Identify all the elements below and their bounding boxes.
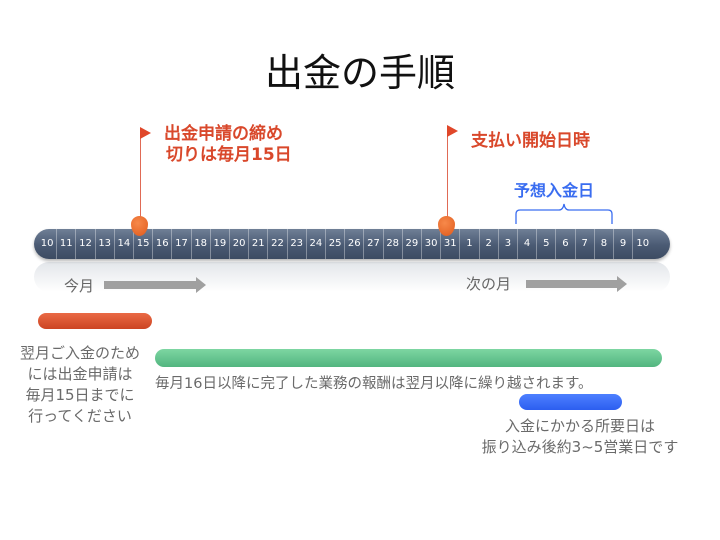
timeline-day: 9: [614, 229, 634, 259]
deadline-label-line: 出金申請の締め: [164, 124, 283, 144]
timeline-day: 19: [211, 229, 230, 259]
deadline-note-line: 毎月15日までに: [25, 386, 135, 404]
next-month-arrow-icon: [526, 280, 618, 288]
deadline-note: 翌月ご入金のため には出金申請は 毎月15日までに 行ってください: [6, 343, 154, 427]
timeline-day: 8: [595, 229, 614, 259]
timeline-day: 28: [384, 229, 403, 259]
payment-start-marker-icon: [438, 216, 455, 236]
deadline-note-line: 行ってください: [28, 407, 132, 425]
timeline-day: 31: [441, 229, 461, 259]
deadline-flag-icon: [140, 127, 151, 139]
carryover-period-bar: [155, 349, 662, 367]
payment-start-flag-icon: [447, 125, 458, 137]
this-month-arrow-icon: [104, 281, 197, 289]
timeline-day: 7: [576, 229, 595, 259]
payment-start-label: 支払い開始日時: [471, 131, 590, 151]
timeline-day: 2: [480, 229, 499, 259]
timeline-day: 6: [556, 229, 576, 259]
timeline-day: 22: [268, 229, 288, 259]
timeline-day: 4: [518, 229, 538, 259]
deadline-marker-icon: [131, 216, 148, 236]
expected-deposit-bracket-icon: [515, 203, 613, 224]
timeline-day: 11: [57, 229, 77, 259]
timeline-day: 29: [403, 229, 422, 259]
deposit-note-line: 振り込み後約3~5営業日です: [481, 438, 679, 456]
expected-deposit-label: 予想入金日: [514, 181, 595, 200]
timeline-day: 10: [38, 229, 58, 259]
timeline-day: 10: [636, 238, 650, 249]
deposit-period-bar: [519, 394, 622, 410]
deposit-note: 入金にかかる所要日は 振り込み後約3~5営業日です: [460, 416, 700, 458]
this-month-arrowhead-icon: [196, 277, 206, 293]
deadline-flagpole: [140, 128, 141, 226]
next-month-arrowhead-icon: [617, 276, 627, 292]
timeline-day: 12: [76, 229, 96, 259]
timeline-day: 27: [364, 229, 384, 259]
timeline-day: 21: [249, 229, 269, 259]
timeline-day: 26: [345, 229, 365, 259]
deadline-note-line: 翌月ご入金のため: [19, 344, 140, 362]
deadline-label-line: 切りは毎月15日: [166, 145, 292, 165]
deadline-label: 出金申請の締め 切りは毎月15日: [164, 124, 292, 166]
deposit-note-line: 入金にかかる所要日は: [504, 417, 655, 435]
timeline-day: 13: [96, 229, 115, 259]
timeline-day: 16: [153, 229, 173, 259]
timeline-day: 1: [460, 229, 480, 259]
timeline-day: 14: [115, 229, 134, 259]
timeline-day: 5: [537, 229, 557, 259]
timeline-day: 25: [326, 229, 346, 259]
timeline-day: 15: [134, 229, 154, 259]
timeline-day: 30: [422, 229, 442, 259]
timeline-day: 17: [172, 229, 192, 259]
timeline-day: 24: [307, 229, 326, 259]
timeline-day: 23: [288, 229, 307, 259]
page-title: 出金の手順: [264, 51, 455, 95]
timeline-day: 3: [499, 229, 518, 259]
deadline-period-bar: [38, 313, 152, 329]
timeline-day: 20: [230, 229, 250, 259]
carryover-note: 毎月16日以降に完了した業務の報酬は翌月以降に繰り越されます。: [155, 376, 593, 392]
payment-start-flagpole: [447, 127, 448, 226]
timeline-day: 18: [192, 229, 211, 259]
next-month-label: 次の月: [466, 275, 512, 293]
deadline-note-line: には出金申請は: [27, 365, 133, 383]
this-month-label: 今月: [64, 277, 95, 295]
